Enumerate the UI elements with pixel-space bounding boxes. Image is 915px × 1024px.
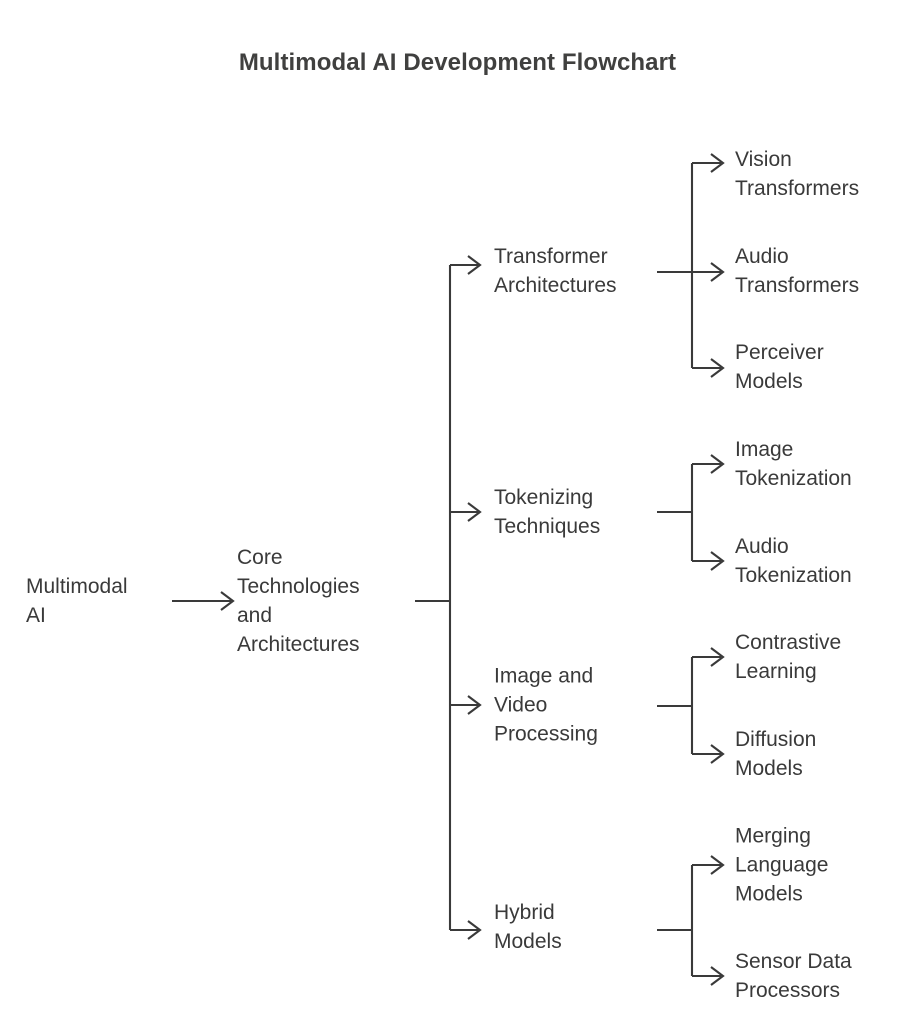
subtrunk-transformer (657, 153, 725, 378)
page-title: Multimodal AI Development Flowchart (238, 49, 677, 76)
node-audio-tokenization[interactable]: Audio Tokenization (735, 535, 852, 587)
subtrunk-imagevideo (657, 647, 725, 764)
node-multimodal-ai[interactable]: Multimodal AI (26, 575, 128, 627)
node-vision-transformers[interactable]: Vision Transformers (735, 148, 860, 200)
node-merging-language-models[interactable]: Merging Language Models (735, 824, 829, 906)
edge-core-to-hybrid (450, 920, 482, 940)
edge-core-to-imagevideo (450, 695, 482, 715)
node-perceiver-models[interactable]: Perceiver Models (735, 341, 824, 393)
node-image-and-video-processing[interactable]: Image and Video Processing (494, 664, 598, 746)
subtrunk-hybrid (657, 855, 725, 986)
node-image-tokenization[interactable]: Image Tokenization (735, 438, 852, 490)
subtrunk-tokenizing (657, 454, 725, 571)
edge-root-to-core (172, 591, 235, 611)
node-hybrid-models[interactable]: Hybrid Models (494, 901, 562, 953)
edge-core-to-transformer (450, 255, 482, 275)
node-transformer-architectures[interactable]: Transformer Architectures (494, 245, 617, 297)
node-core-technologies-and-architectures[interactable]: Core Technologies and Architectures (237, 546, 360, 656)
node-tokenizing-techniques[interactable]: Tokenizing Techniques (494, 486, 601, 538)
node-diffusion-models[interactable]: Diffusion Models (735, 728, 817, 780)
node-audio-transformers[interactable]: Audio Transformers (735, 245, 860, 297)
node-contrastive-learning[interactable]: Contrastive Learning (735, 631, 842, 683)
edge-core-to-tokenizing (450, 502, 482, 522)
node-sensor-data-processors[interactable]: Sensor Data Processors (735, 950, 852, 1002)
